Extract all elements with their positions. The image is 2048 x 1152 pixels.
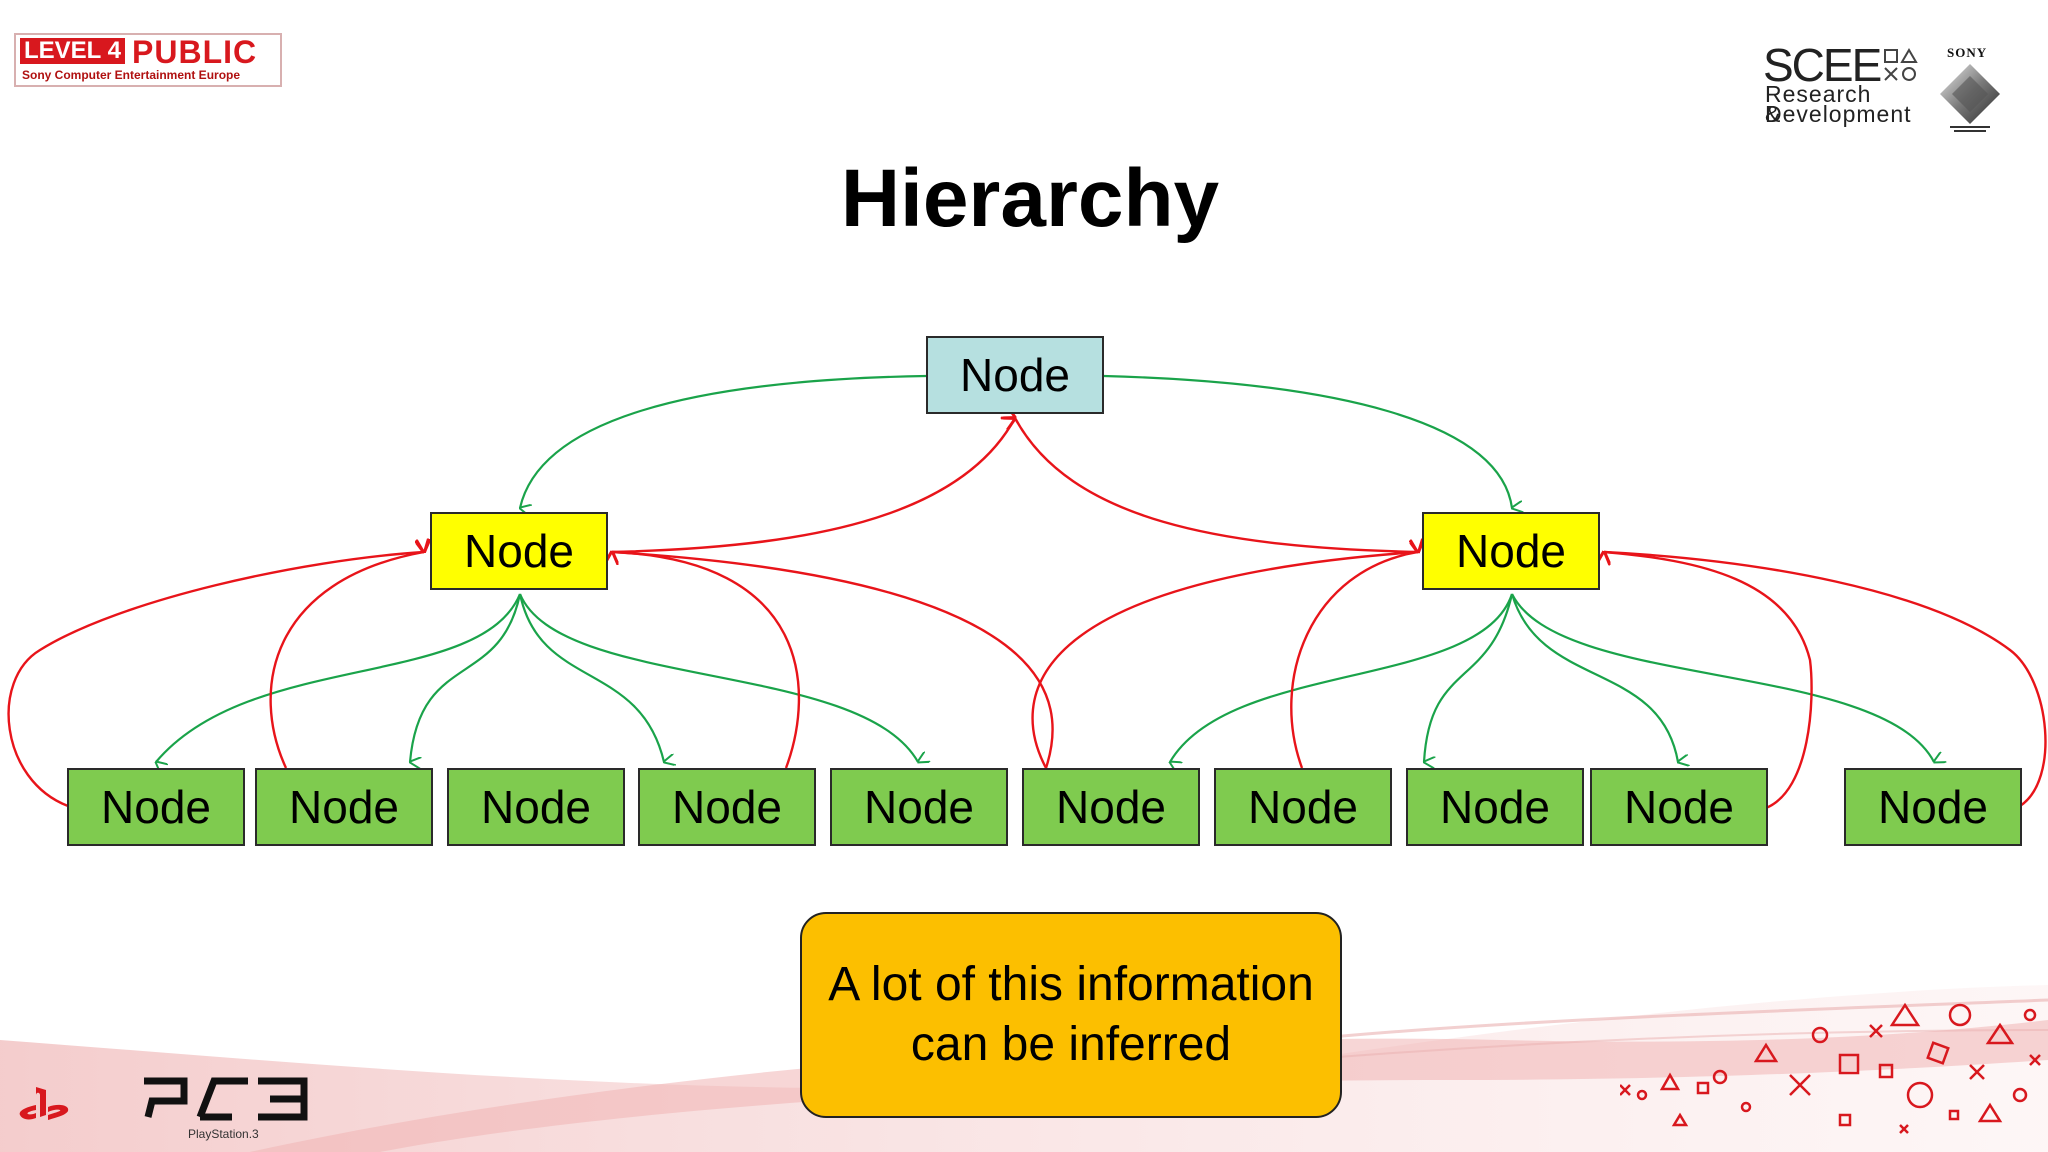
parent-link bbox=[1604, 552, 1813, 810]
leaf-node: Node bbox=[1406, 768, 1584, 846]
child-link bbox=[1103, 374, 1512, 508]
company-label: Sony Computer Entertainment Europe bbox=[22, 68, 241, 82]
child-link bbox=[1424, 593, 1514, 762]
parent-link bbox=[1290, 552, 1418, 769]
parent-link bbox=[1031, 552, 1418, 769]
callout-box: A lot of this information can be inferre… bbox=[800, 912, 1342, 1118]
leaf-node: Node bbox=[255, 768, 433, 846]
level-label: LEVEL 4 bbox=[20, 38, 125, 64]
playstation-shapes-icon bbox=[1884, 48, 1918, 81]
scee-wordmark: SCEE bbox=[1763, 39, 1882, 91]
development-label: Development bbox=[1765, 101, 1912, 127]
leaf-node: Node bbox=[447, 768, 625, 846]
leaf-node: Node bbox=[1214, 768, 1392, 846]
parent-node-left: Node bbox=[430, 512, 608, 590]
child-link bbox=[1510, 593, 1678, 762]
playstation-logo-icon bbox=[19, 1087, 69, 1120]
parent-link bbox=[609, 418, 1015, 554]
child-link bbox=[518, 593, 918, 762]
parent-link bbox=[612, 552, 1054, 769]
playstation3-label: PlayStation.3 bbox=[188, 1127, 259, 1141]
leaf-node: Node bbox=[1844, 768, 2022, 846]
child-link bbox=[410, 593, 522, 762]
leaf-node: Node bbox=[1590, 768, 1768, 846]
parent-link bbox=[612, 552, 801, 769]
sony-diamond-logo bbox=[1940, 64, 2000, 132]
leaf-node: Node bbox=[638, 768, 816, 846]
parent-link bbox=[1015, 418, 1421, 554]
leaf-node: Node bbox=[830, 768, 1008, 846]
child-link bbox=[1170, 593, 1514, 762]
child-link bbox=[518, 593, 664, 762]
ps3-logo bbox=[140, 1075, 310, 1128]
research-label: Research & bbox=[1765, 81, 1872, 127]
classification-badge: LEVEL 4 PUBLIC Sony Computer Entertainme… bbox=[14, 33, 282, 87]
parent-link bbox=[269, 552, 424, 769]
child-link bbox=[520, 374, 927, 508]
parent-node-right: Node bbox=[1422, 512, 1600, 590]
child-link bbox=[1511, 593, 1934, 762]
child-link bbox=[156, 593, 522, 762]
leaf-node: Node bbox=[67, 768, 245, 846]
leaf-node: Node bbox=[1022, 768, 1200, 846]
parent-link bbox=[7, 552, 424, 808]
public-label: PUBLIC bbox=[132, 34, 258, 70]
ps3-wordmark-icon bbox=[144, 1077, 308, 1121]
parent-link bbox=[1604, 552, 2047, 808]
slide-title: Hierarchy bbox=[840, 153, 1220, 244]
root-node: Node bbox=[926, 336, 1104, 414]
sony-wordmark: SONY bbox=[1947, 45, 1988, 60]
playstation-shapes-decoration bbox=[1620, 1002, 2041, 1134]
